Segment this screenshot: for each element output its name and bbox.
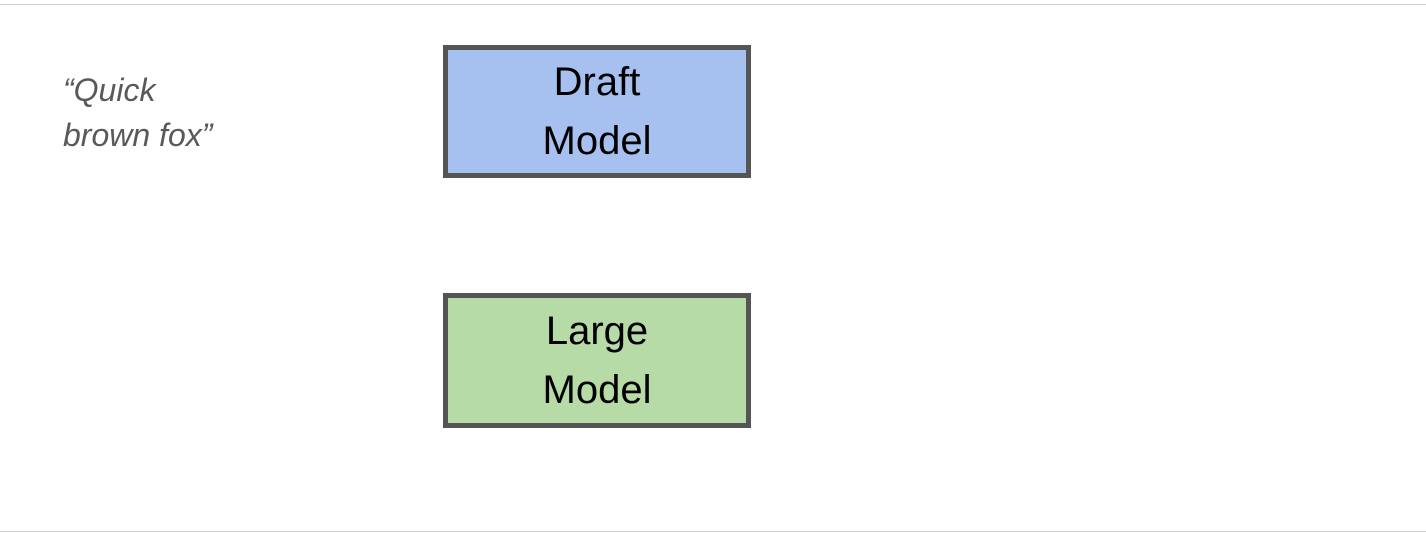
- large-model-label-line2: Model: [542, 367, 652, 412]
- prompt-quote-text: “Quick brown fox”: [63, 72, 213, 153]
- large-model-label-line1: Large: [545, 308, 649, 353]
- top-divider: [0, 4, 1426, 5]
- draft-model-label-line2: Model: [542, 118, 652, 163]
- large-model-box[interactable]: Large Model: [443, 293, 751, 428]
- draft-model-label-line1: Draft: [553, 59, 641, 104]
- draft-model-box[interactable]: Draft Model: [443, 45, 751, 178]
- bottom-divider: [0, 531, 1426, 532]
